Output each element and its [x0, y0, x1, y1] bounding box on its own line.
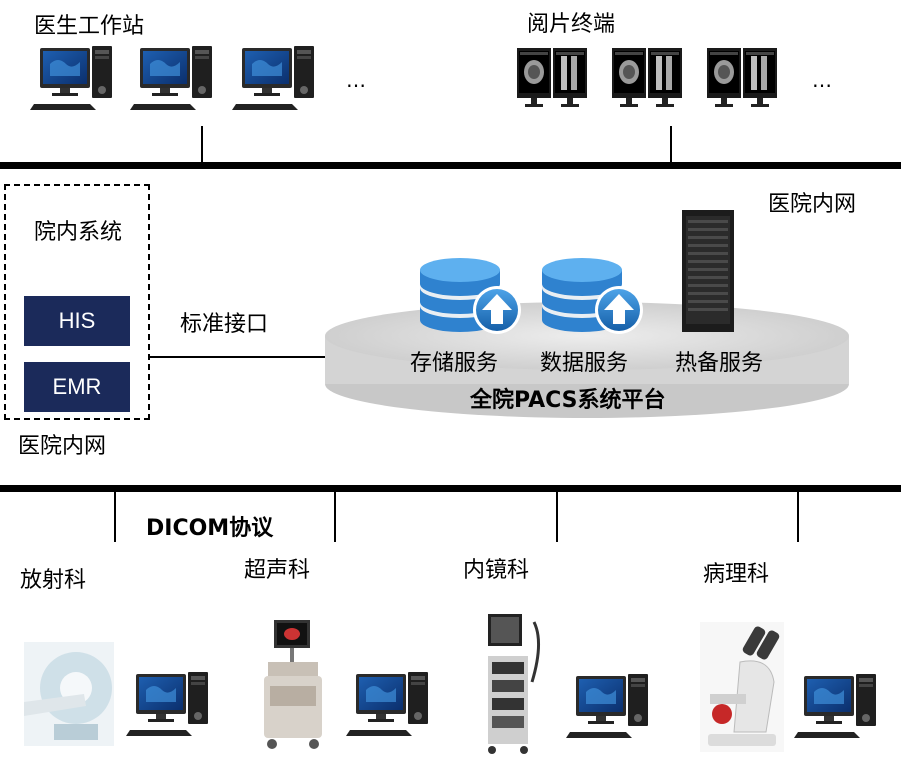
interface-line — [150, 356, 330, 358]
viewer-monitor-icon — [517, 48, 587, 107]
endoscopy-computer-icon — [566, 674, 648, 738]
endoscopy-tower-icon — [488, 614, 540, 754]
ultrasound-machine-icon — [264, 620, 322, 749]
viewer-terminal-label: 阅片终端 — [527, 12, 616, 37]
workstation-computer-icon — [232, 46, 314, 110]
storage-service-label: 存储服务 — [410, 351, 499, 376]
his-box: HIS — [24, 296, 130, 346]
radiology-computer-icon — [126, 672, 208, 736]
data-service-label: 数据服务 — [540, 351, 629, 376]
workstation-label: 医生工作站 — [34, 14, 145, 39]
hospital-network-label: 医院内网 — [18, 434, 107, 459]
storage-database-icon — [420, 258, 521, 334]
network-label-top: 医院内网 — [768, 192, 857, 217]
ct-scanner-icon — [24, 642, 114, 746]
connector-line — [114, 490, 116, 542]
backup-service-label: 热备服务 — [675, 351, 764, 376]
endoscopy-label: 内镜科 — [463, 558, 530, 583]
pathology-label: 病理科 — [703, 562, 770, 587]
viewer-monitor-icon — [707, 48, 777, 107]
connector-line — [334, 490, 336, 542]
microscope-icon — [700, 622, 784, 752]
network-bus-top — [0, 162, 901, 169]
data-database-icon — [542, 258, 643, 334]
workstation-ellipsis: … — [346, 68, 366, 92]
workstation-computer-icon — [30, 46, 112, 110]
viewer-ellipsis: … — [812, 68, 832, 92]
connector-line — [556, 490, 558, 542]
dicom-protocol-label: DICOM协议 — [146, 516, 274, 541]
connector-line — [670, 126, 672, 164]
connector-line — [797, 490, 799, 542]
pacs-platform-title: 全院PACS系统平台 — [470, 388, 666, 413]
standard-interface-label: 标准接口 — [180, 312, 269, 337]
ultrasound-computer-icon — [346, 672, 428, 736]
pathology-computer-icon — [794, 674, 876, 738]
backup-server-rack-icon — [682, 210, 734, 332]
hospital-system-group — [4, 184, 150, 420]
ultrasound-label: 超声科 — [244, 558, 311, 583]
viewer-monitor-icon — [612, 48, 682, 107]
workstation-computer-icon — [130, 46, 212, 110]
network-bus-bottom — [0, 485, 901, 492]
connector-line — [201, 126, 203, 164]
hospital-system-title: 院内系统 — [34, 220, 123, 245]
radiology-label: 放射科 — [20, 568, 87, 593]
emr-box: EMR — [24, 362, 130, 412]
